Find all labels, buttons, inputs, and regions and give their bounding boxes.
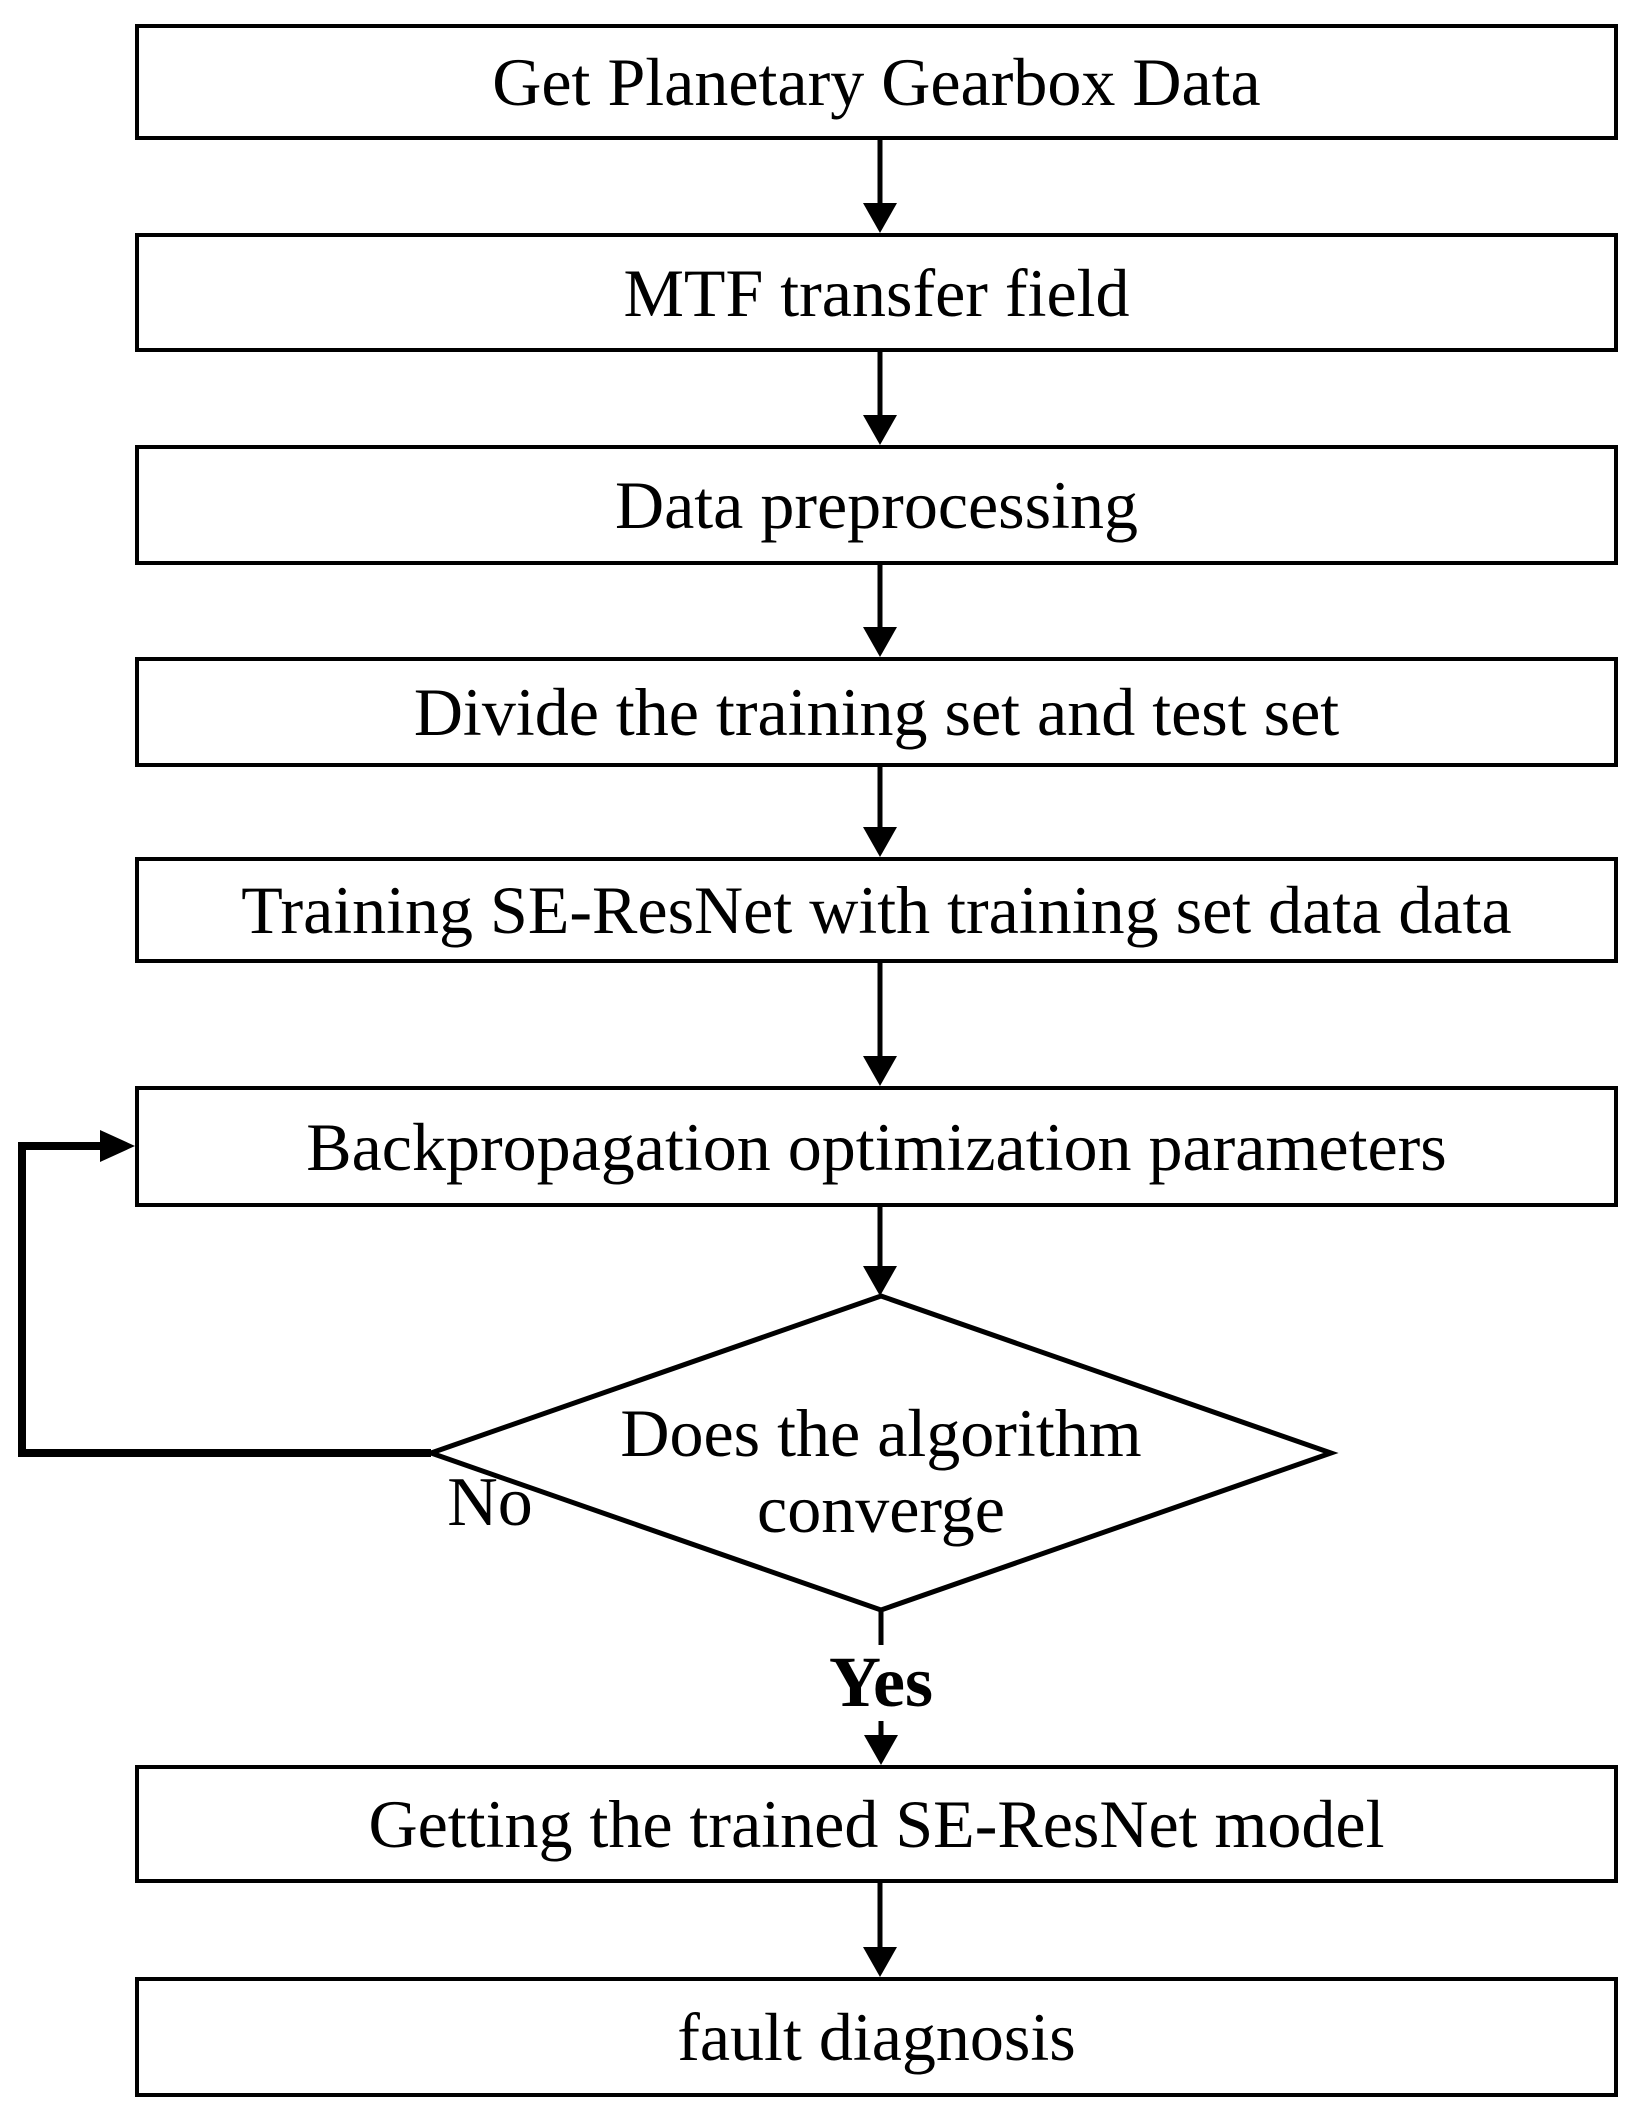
decision-label-line2: converge <box>757 1471 1005 1547</box>
step-data-preprocessing: Data preprocessing <box>135 445 1618 565</box>
edge-label-no: No <box>447 1464 533 1541</box>
no-loop-arrow <box>18 1130 431 1457</box>
decision-label-line1: Does the algorithm <box>620 1395 1142 1471</box>
arrow-step6-decision <box>863 1207 897 1296</box>
edge-label-yes: Yes <box>781 1644 981 1721</box>
step-divide-training-test-set: Divide the training set and test set <box>135 657 1618 767</box>
step-get-planetary-gearbox-data: Get Planetary Gearbox Data <box>135 24 1618 140</box>
step-training-se-resnet: Training SE-ResNet with training set dat… <box>135 857 1618 963</box>
arrow-step5-step6 <box>863 963 897 1086</box>
arrow-step1-step2 <box>863 140 897 233</box>
decision-label: Does the algorithm converge <box>531 1395 1231 1547</box>
arrow-step4-step5 <box>863 767 897 857</box>
arrow-step3-step4 <box>863 565 897 657</box>
step-fault-diagnosis: fault diagnosis <box>135 1977 1618 2097</box>
step-backpropagation-optimization: Backpropagation optimization parameters <box>135 1086 1618 1207</box>
step-trained-se-resnet-model: Getting the trained SE-ResNet model <box>135 1765 1618 1883</box>
arrow-step2-step3 <box>863 352 897 445</box>
arrow-step7-step8 <box>863 1883 897 1977</box>
step-mtf-transfer-field: MTF transfer field <box>135 233 1618 352</box>
